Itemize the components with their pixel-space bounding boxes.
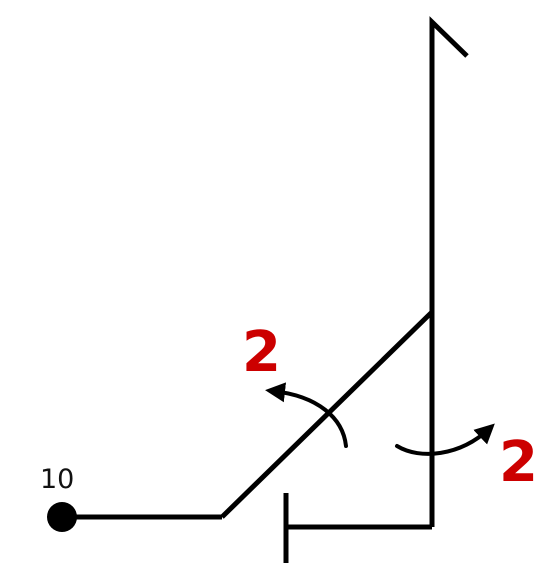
node-label: 10: [40, 464, 74, 495]
rotation-arrow-right: [395, 423, 495, 456]
vertical-post: [429, 16, 469, 527]
rotation-arrow-left: [265, 382, 348, 448]
rotation-label-left: 2: [242, 320, 281, 385]
rotation-label-right: 2: [499, 430, 538, 495]
diagonal-member: [220, 310, 434, 519]
